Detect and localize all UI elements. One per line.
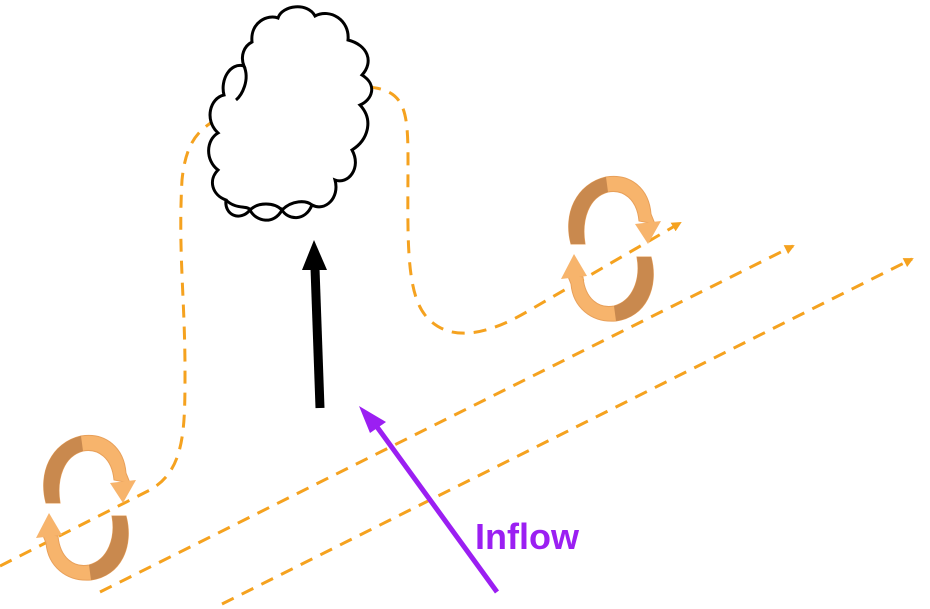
- up-arrow-icon: [302, 240, 327, 409]
- streamline-tilted: [0, 85, 680, 568]
- streamline-middle: [99, 244, 795, 594]
- rotating-vortex-icon: [561, 175, 661, 322]
- inflow-label: Inflow: [475, 516, 580, 557]
- rotating-vortex-icon: [36, 434, 136, 581]
- inflow-arrow-icon: [359, 406, 500, 594]
- cloud-icon: [207, 5, 374, 222]
- streamline-lower: [221, 257, 914, 606]
